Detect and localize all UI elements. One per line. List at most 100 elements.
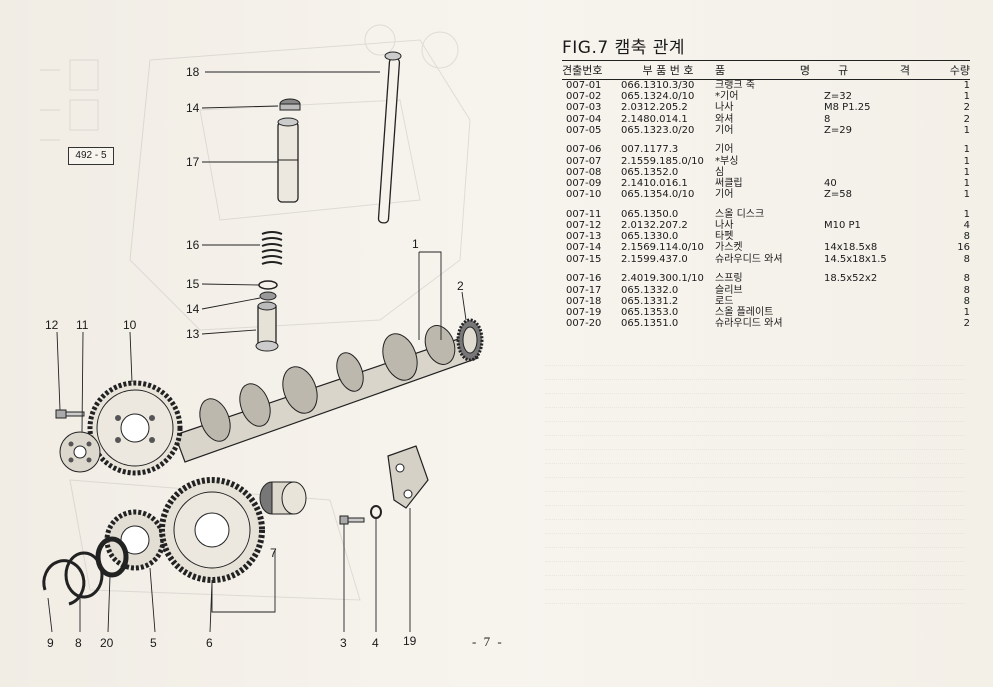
- part-name-cell: 기어: [715, 189, 734, 201]
- part-qty-cell: 8: [963, 253, 970, 265]
- callout-5[interactable]: 5: [150, 636, 157, 650]
- part-no-cell: 007-01: [566, 80, 602, 91]
- part-qty-cell: 1: [963, 80, 970, 91]
- part-name-cell: 슬리브: [715, 284, 743, 296]
- callout-19[interactable]: 19: [403, 634, 417, 648]
- part-qty-cell: 16: [957, 242, 970, 254]
- sleeve-17: [277, 117, 299, 203]
- callout-1[interactable]: 1: [412, 237, 419, 251]
- part-name-cell: 로드: [715, 295, 734, 307]
- part-number-cell: 2.1599.437.0: [621, 253, 688, 265]
- callout-4[interactable]: 4: [372, 636, 379, 650]
- part-no-cell: 007-14: [566, 242, 602, 254]
- callout-17[interactable]: 17: [186, 155, 200, 169]
- part-no-cell: 007-07: [566, 155, 602, 167]
- group-separator: [562, 136, 970, 145]
- parts-list-header: 견출번호 부 품 번 호 품 명 규 격 수량: [562, 63, 970, 80]
- part-name-cell: 스올 플레이트: [715, 306, 774, 318]
- pushrod-18: [377, 51, 402, 224]
- part-name-cell: 나사: [715, 220, 734, 232]
- part-spec-cell: [824, 167, 934, 178]
- washer-20: [95, 536, 129, 578]
- callout-14-top[interactable]: 14: [186, 101, 200, 115]
- part-name-cell: 기어: [715, 144, 734, 156]
- spring-16: [261, 231, 283, 265]
- callout-13[interactable]: 13: [186, 327, 200, 341]
- tappet-13: [255, 301, 279, 352]
- part-name-cell: 기어: [715, 124, 734, 136]
- part-spec-cell: M8 P1.25: [824, 102, 871, 114]
- part-no-cell: 007-11: [566, 208, 602, 220]
- part-spec-cell: 40: [824, 178, 837, 189]
- part-no-cell: 007-16: [566, 273, 602, 285]
- header-name: 품 명: [715, 63, 824, 79]
- part-qty-cell: 8: [963, 284, 970, 296]
- callout-6[interactable]: 6: [206, 636, 213, 650]
- part-spec-cell: [824, 285, 934, 296]
- part-number-cell: 065.1332.0: [621, 284, 679, 296]
- callout-7[interactable]: 7: [270, 546, 277, 560]
- part-spec-cell: [824, 318, 934, 329]
- part-spec-cell: [824, 209, 934, 220]
- part-spec-cell: [824, 307, 934, 318]
- callout-18[interactable]: 18: [186, 65, 200, 79]
- callout-8[interactable]: 8: [75, 636, 82, 650]
- part-number-cell: 065.1354.0/10: [621, 189, 695, 201]
- part-name-cell: 써클립: [715, 178, 743, 189]
- parts-list: FIG.7 캠축 관계 견출번호 부 품 번 호 품 명 규 격 수량 007-…: [562, 33, 970, 329]
- callout-15[interactable]: 15: [186, 277, 200, 291]
- bolt-12: [55, 409, 85, 419]
- part-number-cell: 065.1324.0/10: [621, 91, 695, 103]
- part-name-cell: 스프링: [715, 273, 743, 285]
- part-spec-cell: M10 P1: [824, 220, 861, 232]
- leader-lines: [47, 71, 467, 633]
- part-no-cell: 007-02: [566, 91, 602, 103]
- washer-4: [370, 505, 382, 519]
- part-name-cell: *부싱: [715, 155, 739, 167]
- callout-3[interactable]: 3: [340, 636, 347, 650]
- camshaft-1: [174, 325, 479, 463]
- part-no-cell: 007-13: [566, 231, 602, 243]
- callout-20[interactable]: 20: [100, 636, 114, 650]
- callout-16[interactable]: 16: [186, 238, 200, 252]
- part-no-cell: 007-15: [566, 253, 602, 265]
- part-qty-cell: 1: [963, 155, 970, 167]
- part-qty-cell: 1: [963, 124, 970, 136]
- part-spec-cell: Z=29: [824, 124, 852, 136]
- callout-12[interactable]: 12: [45, 318, 59, 332]
- part-spec-cell: [824, 156, 934, 167]
- callout-11[interactable]: 11: [76, 318, 89, 332]
- callout-14-lower[interactable]: 14: [186, 302, 200, 316]
- callout-9[interactable]: 9: [47, 636, 54, 650]
- part-number-cell: 065.1352.0: [621, 166, 679, 178]
- part-no-cell: 007-18: [566, 295, 602, 307]
- header-spec: 규 격: [824, 63, 934, 79]
- part-no-cell: 007-08: [566, 166, 602, 178]
- callout-10[interactable]: 10: [123, 318, 137, 332]
- part-number-cell: 2.0312.205.2: [621, 102, 688, 114]
- part-number-cell: 2.0132.207.2: [621, 220, 688, 232]
- callout-2[interactable]: 2: [457, 279, 464, 293]
